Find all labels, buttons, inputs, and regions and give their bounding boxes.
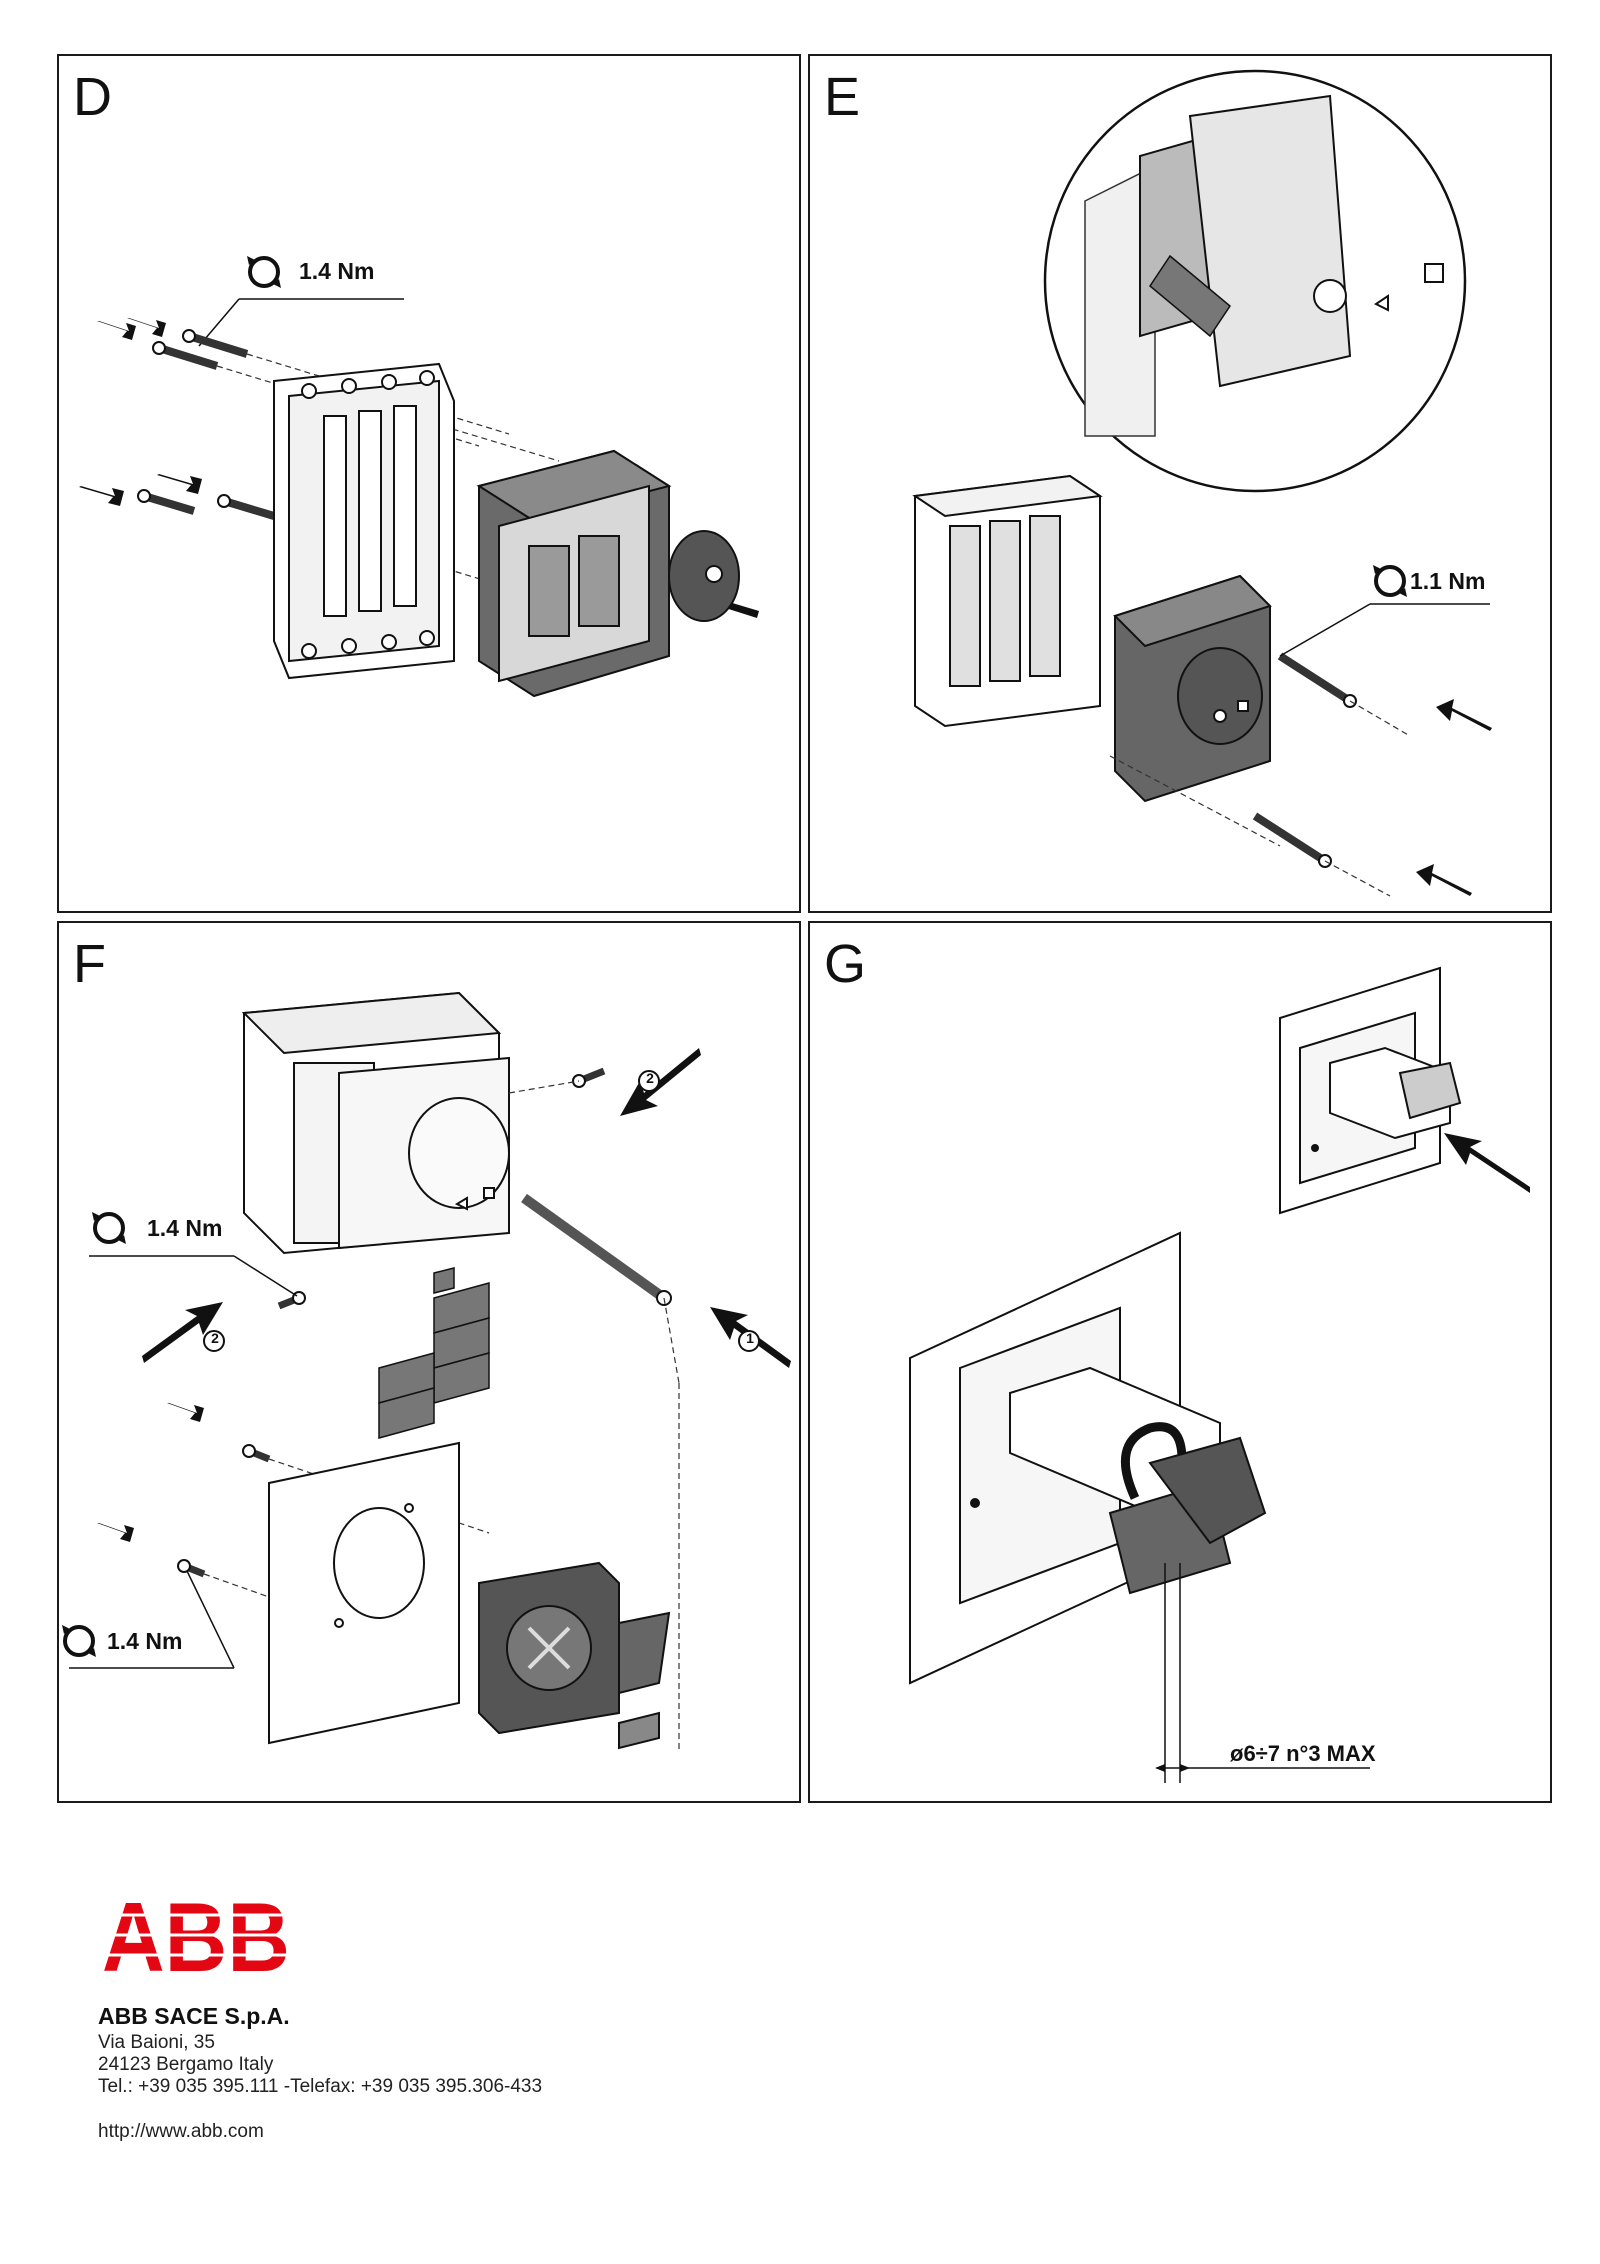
rotary-handle: [478, 1561, 671, 1750]
step-number-icon: [203, 1070, 760, 1352]
screw-icon: [177, 1067, 606, 1578]
panel-g: G ø6÷7 n°3 MAX: [808, 921, 1552, 1803]
company-name: ABB SACE S.p.A.: [98, 2003, 290, 2029]
panel-letter: G: [824, 934, 867, 994]
abb-logo: ABB: [102, 1895, 292, 1977]
door-panel: [268, 1441, 460, 1745]
detail-magnifier: [1043, 69, 1467, 493]
address-line: Via Baioni, 35: [98, 2032, 215, 2053]
rotary-mechanism: [476, 449, 740, 698]
panel-letter: D: [73, 67, 112, 127]
contact-line: Tel.: +39 035 395.111 -Telefax: +39 035 …: [98, 2076, 543, 2097]
step-f-illustration: [62, 991, 791, 1753]
step-d-illustration: [79, 256, 759, 698]
website-link[interactable]: http://www.abb.com: [98, 2121, 264, 2142]
torque-rotation-icon: [92, 1212, 126, 1244]
torque-label: 1.4 Nm: [107, 1628, 183, 1654]
panel-d: D: [57, 54, 801, 913]
panel-letter: E: [824, 67, 861, 127]
mounting-plate: [273, 362, 455, 680]
padlock-icon: [1108, 1422, 1267, 1783]
step-number: 2: [211, 1330, 219, 1346]
extension-shaft: [521, 1193, 672, 1306]
torque-label: 1.1 Nm: [1410, 568, 1486, 594]
step-e-illustration: [912, 69, 1492, 897]
step-number: 1: [746, 1330, 754, 1346]
push-arrow-icon: [1444, 1133, 1530, 1193]
torque-rotation-icon: [1373, 565, 1407, 597]
panel-letter: F: [73, 934, 106, 994]
padlock-note: ø6÷7 n°3 MAX: [1230, 1741, 1376, 1766]
torque-label: 1.4 Nm: [147, 1215, 223, 1241]
push-arrow-icon: [1416, 699, 1492, 896]
torque-rotation-icon: [62, 1625, 96, 1657]
screw-icon: [137, 329, 276, 520]
panel-f: F: [57, 921, 801, 1803]
step-g-illustration: [909, 966, 1530, 1783]
label-sheet: [378, 1267, 490, 1439]
circuit-breaker: [241, 991, 510, 1255]
torque-label: 1.4 Nm: [299, 258, 375, 284]
torque-rotation-icon: [247, 256, 281, 288]
circuit-breaker: [912, 474, 1103, 728]
panel-e: E: [808, 54, 1552, 913]
address-line: 24123 Bergamo Italy: [98, 2054, 274, 2075]
rotary-mechanism: [1113, 574, 1272, 803]
step-number: 2: [646, 1070, 654, 1086]
door-panel-small: [1279, 966, 1462, 1215]
